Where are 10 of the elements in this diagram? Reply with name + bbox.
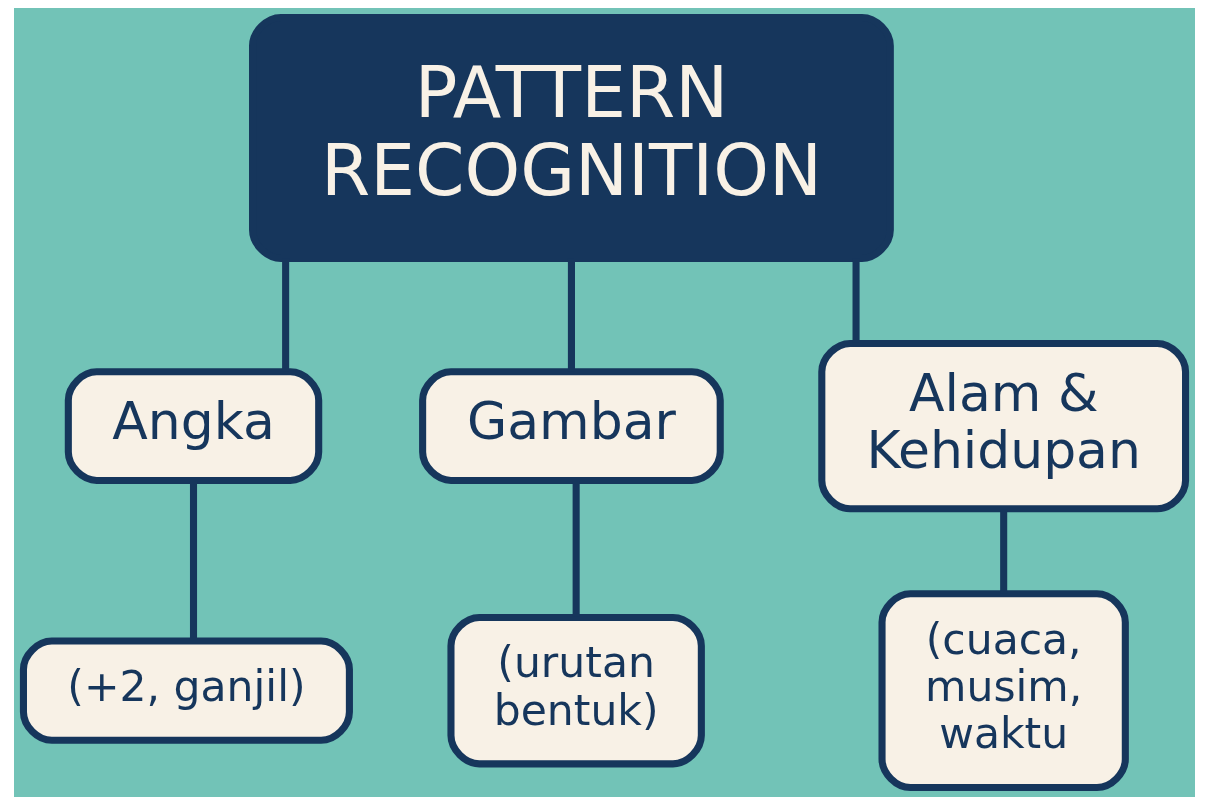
connector: [1000, 509, 1008, 594]
node-box: (urutan bentuk): [447, 613, 705, 768]
node-box: (+2, ganjil): [19, 637, 353, 744]
node-box: PATTERN RECOGNITION: [249, 13, 894, 262]
node-box: Gambar: [419, 368, 724, 484]
node-box: Alam & Kehidupan: [818, 339, 1190, 513]
node-box: (cuaca, musim, waktu: [878, 590, 1129, 792]
connector: [572, 480, 580, 617]
connector: [852, 258, 860, 343]
node-box: Angka: [64, 368, 323, 484]
